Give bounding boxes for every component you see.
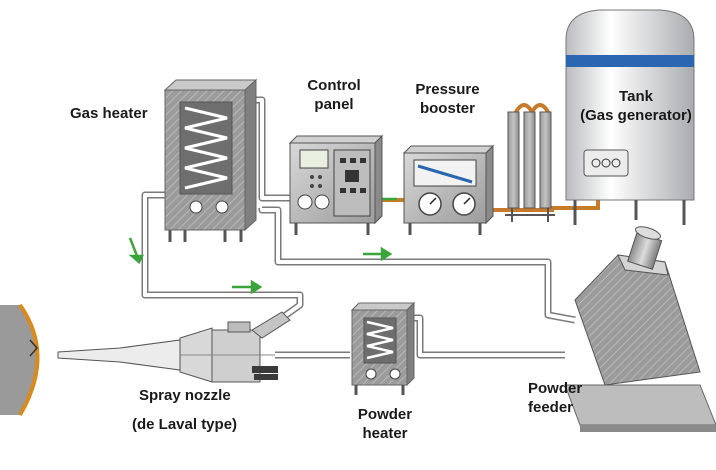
pressure-booster-label-line2: booster (419, 100, 475, 117)
control-panel-label-line2: panel (314, 96, 354, 113)
pressure-booster-label: Pressure booster (400, 80, 495, 118)
pressure-booster-label-line1: Pressure (415, 81, 480, 98)
substrate (0, 303, 40, 417)
flow-arrows (128, 191, 397, 295)
powder-heater-label: Powder heater (345, 405, 425, 443)
vaporizer-tubes (505, 111, 555, 222)
spray-nozzle-type-label: (de Laval type) (132, 416, 238, 433)
gauge-icon (314, 194, 330, 210)
tank-band (566, 55, 694, 67)
gauge-icon (189, 200, 203, 214)
powder-heater (350, 301, 416, 395)
flow-arrow (363, 246, 393, 262)
control-panel-label: Control panel (294, 76, 374, 114)
flow-arrow (128, 237, 145, 264)
gas-heater-label: Gas heater (70, 105, 148, 122)
tank-label: Tank (Gas generator) (566, 87, 706, 125)
gas-tank (565, 9, 695, 225)
gauge-icon (215, 200, 229, 214)
powder-feeder-label: Powder feeder (528, 379, 582, 417)
powder-feeder-label-line2: feeder (528, 399, 574, 416)
heater-coil (184, 106, 228, 190)
gas-heater (163, 78, 258, 242)
powder-feeder (564, 226, 716, 432)
spray-nozzle (57, 311, 291, 383)
tank-label-line2: (Gas generator) (580, 107, 692, 124)
gauge-icon (365, 368, 377, 380)
control-panel (288, 134, 384, 235)
powder-heater-label-line2: heater (362, 425, 408, 442)
gauge-icon (389, 368, 401, 380)
spray-nozzle-label: Spray nozzle (139, 387, 231, 404)
gauge-icon (297, 194, 313, 210)
powder-feeder-label-line1: Powder (528, 380, 583, 397)
powder-heater-label-line1: Powder (357, 406, 413, 423)
flow-arrow (232, 279, 263, 295)
pressure-booster (402, 144, 495, 235)
control-panel-label-line1: Control (307, 77, 361, 94)
tank-label-line1: Tank (619, 88, 653, 105)
heater-coil (366, 320, 394, 360)
pipe-feeder-to-nozzle (405, 314, 565, 359)
